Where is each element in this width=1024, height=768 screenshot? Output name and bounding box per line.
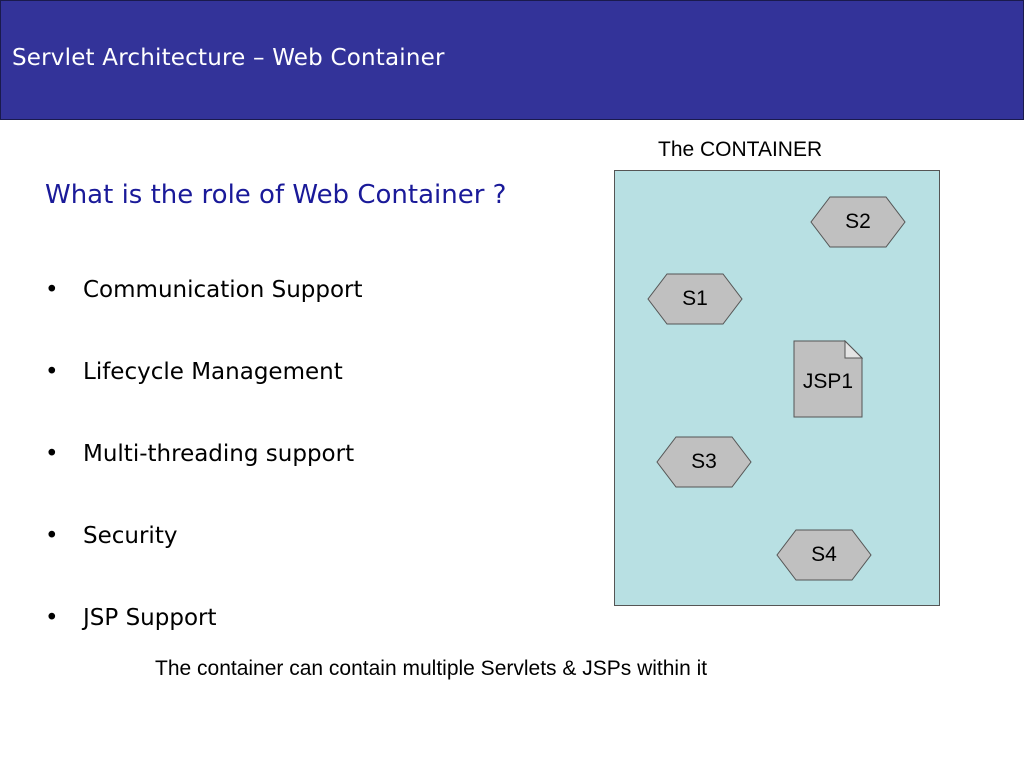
bullet-list: • Communication Support • Lifecycle Mana… (45, 276, 363, 686)
servlet-label: S3 (691, 450, 717, 473)
container-caption: The CONTAINER (658, 138, 823, 161)
question-heading: What is the role of Web Container ? (45, 180, 507, 210)
servlet-node-s1: S1 (647, 273, 743, 325)
hexagon-shape (776, 529, 872, 581)
servlet-label: S1 (682, 287, 708, 310)
servlet-node-s3: S3 (656, 436, 752, 488)
bullet-item: • Lifecycle Management (45, 358, 363, 440)
servlet-node-s4: S4 (776, 529, 872, 581)
header-bar: Servlet Architecture – Web Container (0, 0, 1024, 120)
bullet-dot: • (45, 441, 59, 467)
bullet-dot: • (45, 605, 59, 631)
bullet-text: Lifecycle Management (83, 359, 343, 385)
bullet-item: • Security (45, 522, 363, 604)
servlet-node-s2: S2 (810, 196, 906, 248)
footnote-text: The container can contain multiple Servl… (155, 657, 708, 680)
servlet-label: S2 (845, 210, 871, 233)
servlet-label: S4 (811, 543, 837, 566)
jsp-document-node: JSP1 (793, 340, 863, 418)
hexagon-shape (656, 436, 752, 488)
hexagon-shape (810, 196, 906, 248)
hexagon-shape (647, 273, 743, 325)
bullet-item: • Multi-threading support (45, 440, 363, 522)
bullet-text: Multi-threading support (83, 441, 355, 467)
bullet-item: • Communication Support (45, 276, 363, 358)
bullet-item: • JSP Support (45, 604, 363, 686)
bullet-text: Communication Support (83, 277, 363, 303)
jsp-label: JSP1 (802, 370, 854, 393)
bullet-dot: • (45, 277, 59, 303)
bullet-text: Security (83, 523, 178, 549)
bullet-dot: • (45, 523, 59, 549)
bullet-text: JSP Support (83, 605, 217, 631)
document-icon (793, 340, 863, 418)
slide-title: Servlet Architecture – Web Container (12, 45, 445, 71)
bullet-dot: • (45, 359, 59, 385)
